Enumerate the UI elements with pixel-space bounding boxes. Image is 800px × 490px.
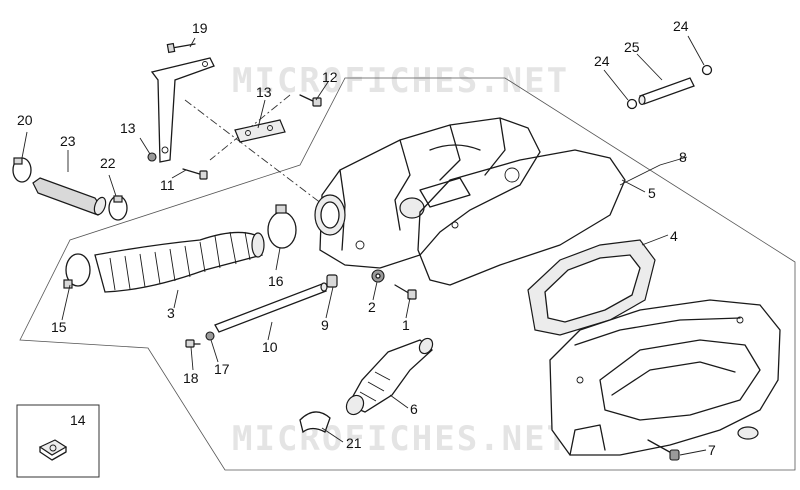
clamp-24-right — [701, 64, 713, 76]
callout-17: 17 — [214, 361, 230, 377]
washer-17 — [205, 331, 215, 341]
watermark-bottom: MICROFICHES.NET — [232, 419, 569, 459]
clip-21 — [299, 411, 331, 434]
bolt-11 — [182, 168, 208, 180]
hose-23 — [32, 177, 107, 216]
mounting-bracket — [150, 57, 215, 163]
bolt-12 — [299, 94, 322, 107]
gasket-5 — [417, 149, 626, 286]
plug-9 — [326, 274, 338, 288]
clamp-20 — [12, 157, 32, 183]
nut-13-left — [147, 152, 157, 162]
callout-20: 20 — [17, 112, 33, 128]
callout-11: 11 — [160, 177, 175, 193]
washer-2 — [371, 269, 385, 283]
tube-25 — [638, 77, 695, 106]
callout-13-plate: 13 — [256, 84, 272, 100]
callout-21: 21 — [346, 435, 362, 451]
callout-1: 1 — [402, 317, 410, 333]
clamp-22 — [108, 195, 128, 221]
callout-22: 22 — [100, 155, 116, 171]
screw-7 — [647, 439, 680, 461]
callout-7: 7 — [708, 442, 716, 458]
clip-nut-14 — [38, 439, 68, 461]
callout-9: 9 — [321, 317, 329, 333]
callout-8: 8 — [679, 149, 687, 165]
callout-25: 25 — [624, 39, 640, 55]
callout-3: 3 — [167, 305, 175, 321]
plate-13 — [234, 119, 286, 143]
air-box-body — [314, 117, 541, 269]
callout-2: 2 — [368, 299, 376, 315]
leader-lines — [21, 35, 707, 456]
callout-16: 16 — [268, 273, 284, 289]
callout-6: 6 — [410, 401, 418, 417]
watermark-top: MICROFICHES.NET — [232, 61, 569, 101]
callout-10: 10 — [262, 339, 278, 355]
callout-24-left: 24 — [594, 53, 610, 69]
callout-12: 12 — [322, 69, 338, 85]
hose-clamp-16 — [267, 204, 297, 249]
callout-19: 19 — [192, 20, 208, 36]
callout-labels: 19 12 13 13 11 20 23 22 8 5 4 25 24 24 1… — [17, 18, 716, 458]
hose-clamp-15 — [63, 253, 91, 289]
callout-15: 15 — [51, 319, 67, 335]
callout-24-right: 24 — [673, 18, 689, 34]
callout-18: 18 — [183, 370, 199, 386]
callout-13-nut: 13 — [120, 120, 136, 136]
elbow-hose-6 — [345, 337, 434, 416]
screw-18 — [185, 339, 201, 348]
assembly-line — [184, 99, 331, 211]
clamp-24-left — [626, 98, 638, 110]
callout-4: 4 — [670, 228, 678, 244]
callout-14-inset: 14 — [70, 412, 86, 428]
intake-duct-3 — [94, 231, 265, 293]
bolt-1 — [394, 284, 417, 300]
callout-23: 23 — [60, 133, 76, 149]
air-box-cover — [549, 299, 781, 456]
callout-5: 5 — [648, 185, 656, 201]
inset-box-14 — [16, 404, 100, 478]
filter-element-4 — [527, 239, 656, 336]
drain-tube-10 — [214, 282, 328, 333]
